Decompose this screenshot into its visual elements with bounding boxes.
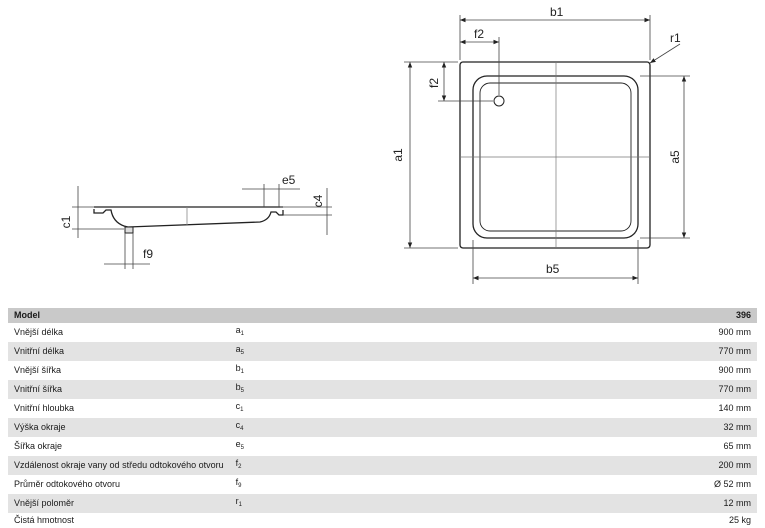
spec-code-letter: f (235, 477, 239, 487)
spec-code-subscript: 5 (240, 388, 244, 394)
spec-row: Vzdálenost okraje vany od středu odtokov… (8, 456, 757, 475)
label-c1: c1 (59, 215, 73, 228)
spec-code: f2 (229, 456, 302, 475)
label-a1: a1 (391, 148, 405, 162)
spec-label: Vnější šířka (14, 365, 62, 375)
spec-code-subscript: 2 (238, 464, 242, 470)
spec-value: 770 mm (301, 380, 757, 399)
header-code-cell (229, 308, 302, 323)
label-b1: b1 (550, 5, 564, 19)
spec-code-subscript: 9 (238, 483, 242, 489)
spec-code-letter: e (235, 439, 241, 449)
spec-code: b1 (230, 361, 302, 380)
spec-label: Průměr odtokového otvoru (14, 479, 121, 489)
spec-value: 770 mm (301, 342, 757, 361)
spec-label: Vnější délka (14, 327, 64, 337)
spec-label: Čistá hmotnost (14, 515, 75, 525)
spec-value: 32 mm (301, 418, 757, 437)
spec-code-letter: a (235, 325, 241, 335)
spec-code-subscript: 4 (240, 426, 244, 432)
spec-code-subscript: 1 (240, 407, 244, 413)
spec-row: Šířka okraje e5 65 mm (8, 437, 757, 456)
label-r1: r1 (670, 31, 681, 45)
spec-code: a1 (230, 323, 302, 342)
label-f2-top: f2 (474, 27, 484, 41)
spec-label: Vnitřní délka (8, 342, 230, 361)
spec-code: e5 (230, 437, 302, 456)
spec-label: Výška okraje (8, 418, 230, 437)
side-profile-view (72, 184, 332, 269)
label-c4: c4 (311, 194, 325, 207)
spec-code: r1 (229, 494, 302, 513)
spec-value: 65 mm (723, 441, 751, 451)
label-b5: b5 (546, 262, 560, 276)
spec-code-subscript: 1 (238, 502, 242, 508)
model-label: Model (8, 308, 230, 323)
spec-code-letter: b (235, 363, 241, 373)
spec-value: 12 mm (301, 494, 757, 513)
model-number: 396 (301, 308, 757, 323)
drain-outlet (124, 226, 134, 234)
spec-value: 25 kg (728, 515, 751, 525)
spec-code: a5 (229, 342, 302, 361)
spec-code-letter: c (235, 401, 241, 411)
label-e5: e5 (282, 173, 296, 187)
label-f9: f9 (143, 247, 153, 261)
drain-hole (493, 95, 505, 107)
spec-header-row: Model 396 (8, 308, 757, 323)
spec-code-subscript: 1 (240, 331, 244, 337)
spec-code (230, 513, 302, 528)
spec-row: Čistá hmotnost 25 kg (8, 513, 757, 528)
spec-code: c4 (229, 418, 302, 437)
tray-outer-rim (459, 61, 651, 249)
spec-code-letter: a (235, 344, 241, 354)
spec-value: 900 mm (718, 327, 751, 337)
spec-label: Vzdálenost okraje vany od středu odtokov… (8, 456, 230, 475)
spec-label: Šířka okraje (14, 441, 63, 451)
spec-code-letter: f (235, 458, 239, 468)
label-a5: a5 (668, 150, 682, 164)
plan-view (404, 15, 690, 284)
spec-label: Vnější poloměr (8, 494, 230, 513)
spec-row: Vnitřní hloubka c1 140 mm (8, 399, 757, 418)
spec-row: Vnější šířka b1 900 mm (8, 361, 757, 380)
spec-row: Vnější délka a1 900 mm (8, 323, 757, 342)
technical-drawing: c1 e5 c4 f9 b1 f2 r1 f2 (59, 5, 690, 284)
spec-code-letter: c (235, 420, 241, 430)
spec-row: Průměr odtokového otvoru f9 Ø 52 mm (8, 475, 757, 494)
spec-code-subscript: 1 (240, 369, 244, 375)
spec-value: 900 mm (718, 365, 751, 375)
label-f2-side: f2 (427, 78, 441, 88)
spec-code: b5 (229, 380, 302, 399)
spec-code-letter: b (235, 382, 241, 392)
spec-label: Vnitřní hloubka (14, 403, 75, 413)
spec-value: 200 mm (301, 456, 757, 475)
spec-code-subscript: 5 (240, 445, 244, 451)
spec-code: c1 (230, 399, 302, 418)
spec-value: Ø 52 mm (713, 479, 751, 489)
spec-label: Vnitřní šířka (8, 380, 230, 399)
spec-code: f9 (230, 475, 302, 494)
tray-profile (93, 209, 284, 228)
spec-value: 140 mm (718, 403, 751, 413)
spec-code-subscript: 5 (240, 350, 244, 356)
